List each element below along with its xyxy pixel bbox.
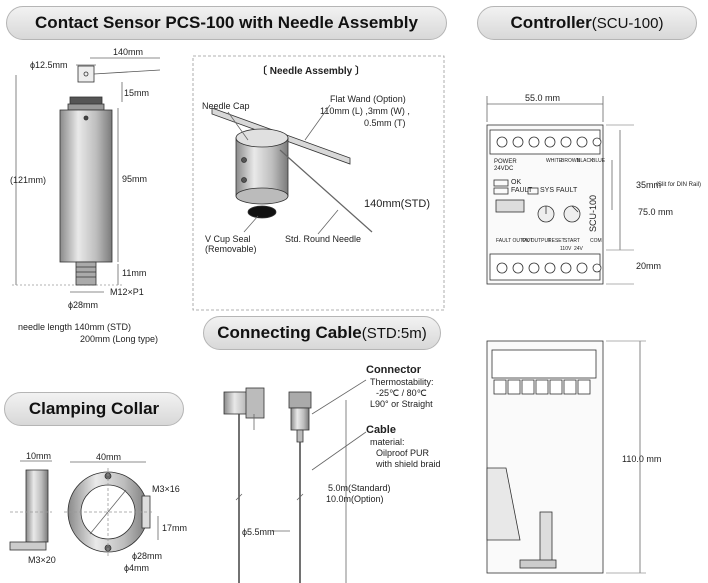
wire-white-label: WHITE xyxy=(546,158,563,164)
com-label: COM xyxy=(590,238,602,244)
controller-width-label: 55.0 mm xyxy=(525,93,561,103)
round-needle-label: Std. Round Needle xyxy=(285,234,362,244)
cable-dia-label: ϕ5.5mm xyxy=(242,527,275,537)
cable-drawing xyxy=(223,379,367,583)
wire-black-label: BLACK xyxy=(577,158,594,164)
sensor-drawing xyxy=(12,57,161,293)
controller-height-label: 75.0 mm xyxy=(638,207,674,217)
braid-label: with shield braid xyxy=(376,459,441,469)
collar-m3x16-label: M3×16 xyxy=(152,484,180,494)
collar-m3x20-label: M3×20 xyxy=(28,555,56,565)
controller-title-sub: (SCU-100) xyxy=(591,15,664,32)
sensor-dia-label: ϕ12.5mm xyxy=(30,60,68,70)
sys-fault-label: SYS FAULT xyxy=(540,187,578,194)
needle-length-std: 140mm(STD) xyxy=(364,198,431,210)
flat-wand-label: Flat Wand (Option) xyxy=(330,94,406,104)
sensor-thread-label: M12×P1 xyxy=(110,287,144,297)
sensor-thread-height-label: 11mm xyxy=(122,268,147,278)
angle-label: L90° or Straight xyxy=(370,399,433,409)
controller-side-drawing xyxy=(486,340,646,574)
controller-bottom-label: 20mm xyxy=(636,261,662,271)
needle-cap-label: Needle Cap xyxy=(202,101,250,111)
ok-output-label: OK OUTPUT xyxy=(522,238,552,244)
collar-dia-4: ϕ4mm xyxy=(124,563,150,573)
cable-heading: Cable xyxy=(366,424,396,436)
flat-wand-dims-1: 110mm (L) ,3mm (W) , xyxy=(320,106,410,116)
collar-title: Clamping Collar xyxy=(4,392,184,426)
collar-height-17: 17mm xyxy=(162,523,188,533)
sensor-body-height-label: 95mm xyxy=(122,174,148,184)
collar-width-40: 40mm xyxy=(96,452,122,462)
wire-blue-label: BLUE xyxy=(592,158,606,164)
sensor-total-label: (121mm) xyxy=(10,175,47,185)
sensor-body-dia-label: ϕ28mm xyxy=(68,300,99,310)
collar-width-10: 10mm xyxy=(26,451,52,461)
needle-length-label: needle length 140mm (STD) xyxy=(18,322,132,332)
sensor-title: Contact Sensor PCS-100 with Needle Assem… xyxy=(6,6,447,40)
wire-brown-label: BROWN xyxy=(561,158,581,164)
start-label: START xyxy=(564,238,580,244)
reset-label: RESET xyxy=(548,238,565,244)
cable-title-sub: (STD:5m) xyxy=(361,325,427,342)
sensor-top-height-label: 15mm xyxy=(124,88,150,98)
needle-assembly-drawing xyxy=(192,55,445,311)
cable-title: Connecting Cable(STD:5m) xyxy=(203,316,441,350)
controller-title: Controller(SCU-100) xyxy=(477,6,697,40)
cable-title-main: Connecting Cable xyxy=(217,323,362,342)
pur-label: Oilproof PUR xyxy=(376,448,430,458)
v-cup-seal-removable: (Removable) xyxy=(205,244,257,254)
din-height-label: 35mm xyxy=(636,180,662,190)
v24-label: 24V xyxy=(574,246,583,252)
sensor-width-label: 140mm xyxy=(113,47,144,57)
collar-drawing xyxy=(9,460,159,556)
ok-indicator-label: OK xyxy=(511,179,522,186)
material-label: material: xyxy=(370,437,405,447)
cable-std-length: 5.0m(Standard) xyxy=(328,483,391,493)
model-label: SCU-100 xyxy=(588,194,598,232)
v-cup-seal-label: V Cup Seal xyxy=(205,234,251,244)
cable-opt-length: 10.0m(Option) xyxy=(326,494,384,504)
controller-title-main: Controller xyxy=(510,13,592,32)
fault-output-label: FAULT OUTPUT xyxy=(496,238,534,244)
din-rail-note: (Slit for DIN Rail) xyxy=(656,182,702,188)
temperature-label: -25℃ / 80℃ xyxy=(376,388,427,398)
thermostability-label: Thermostability: xyxy=(370,377,434,387)
voltage-label: 24VDC xyxy=(494,166,514,172)
controller-front-drawing xyxy=(486,96,634,285)
needle-long-label: 200mm (Long type) xyxy=(80,334,159,344)
needle-assembly-title: 〔 Needle Assembly 〕 xyxy=(257,66,366,77)
flat-wand-dims-2: 0.5mm (T) xyxy=(364,118,406,128)
controller-depth-label: 110.0 mm xyxy=(622,454,662,464)
collar-dia-28: ϕ28mm xyxy=(132,551,163,561)
fault-indicator-label: FAULT xyxy=(511,187,533,194)
v110-label: 110V xyxy=(560,246,572,252)
power-label: POWER xyxy=(494,159,517,165)
connector-heading: Connector xyxy=(366,364,421,376)
